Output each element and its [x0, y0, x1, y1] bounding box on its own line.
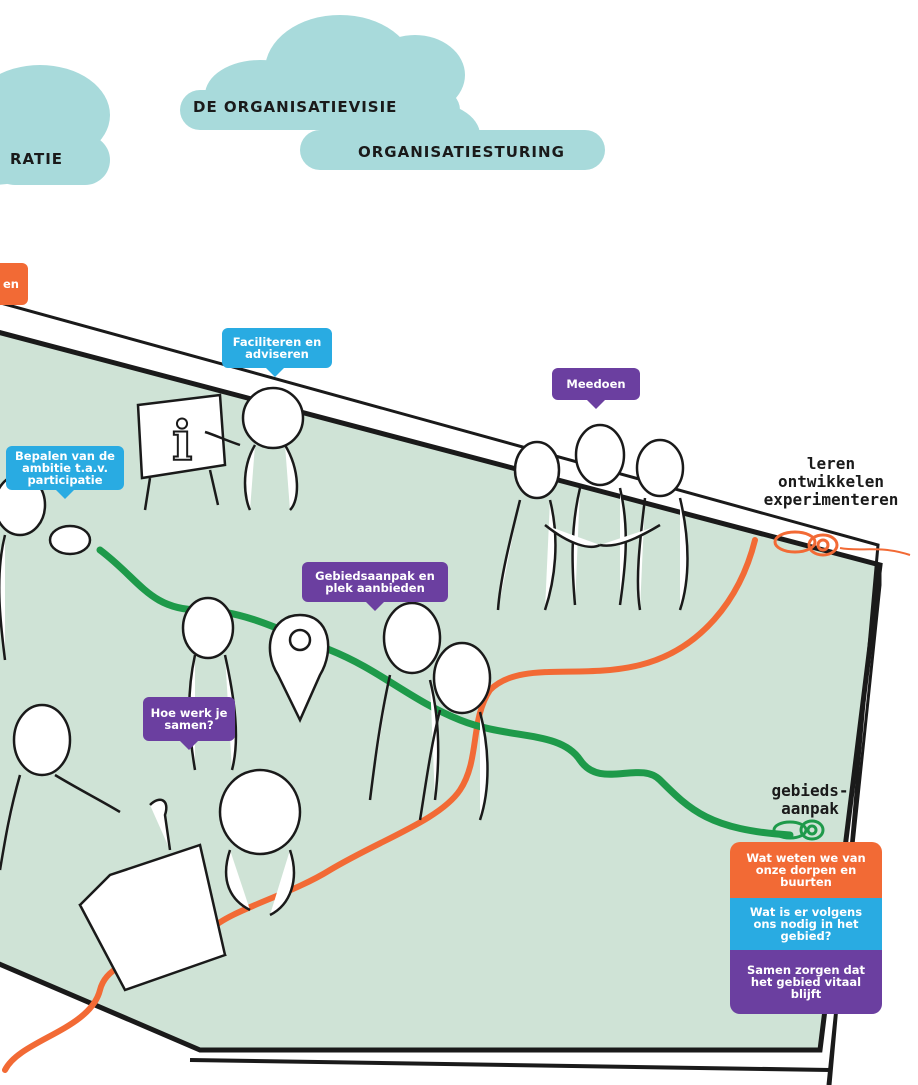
cloud-vision: [180, 15, 465, 130]
group-hands-figures: [496, 423, 689, 611]
area-place-bubble-tail: [366, 602, 384, 611]
ambition-bubble-tail: [56, 490, 74, 499]
stack-item-dorpen: Wat weten we van onze dorpen en buurten: [730, 842, 882, 898]
easel-figure: i: [136, 386, 305, 511]
stack-item-nodig: Wat is er volgens ons nodig in het gebie…: [730, 898, 882, 950]
ambition-bubble: Bepalen van de ambitie t.a.v. participat…: [6, 446, 124, 490]
svg-text:i: i: [172, 409, 193, 473]
cloud-label-left: RATIE: [10, 150, 64, 168]
area-approach-label: gebieds- aanpak: [760, 782, 860, 818]
stack-item-vitaal: Samen zorgen dat het gebied vitaal blijf…: [730, 950, 882, 1014]
facilitate-label: Faciliteren en adviseren: [232, 335, 322, 361]
stack-item-vitaal-label: Samen zorgen dat het gebied vitaal blijf…: [747, 963, 865, 1001]
collaboration-bubble-tail: [180, 741, 198, 750]
cloud-label-vision: DE ORGANISATIEVISIE: [193, 98, 398, 116]
learning-line-2: ontwikkelen: [778, 472, 884, 491]
corner-orange-bubble: en: [0, 263, 28, 305]
cloud-steering: [300, 100, 605, 170]
orange-yarn-knot: [773, 530, 839, 557]
map-pin-figures: [181, 596, 492, 821]
participate-bubble-tail: [587, 400, 605, 409]
facilitate-bubble: Faciliteren en adviseren: [222, 328, 332, 368]
area-approach-line-1: gebieds-: [771, 781, 849, 800]
toolbox-figures: [0, 703, 302, 992]
stack-item-nodig-label: Wat is er volgens ons nodig in het gebie…: [749, 905, 863, 943]
orange-path: [2, 537, 758, 1073]
collaboration-label: Hoe werk je samen?: [150, 706, 228, 732]
learning-line-1: leren: [806, 454, 856, 473]
ambition-label: Bepalen van de ambitie t.a.v. participat…: [15, 449, 115, 487]
participate-label: Meedoen: [566, 377, 626, 391]
orange-tail: [839, 547, 911, 556]
stack-item-dorpen-label: Wat weten we van onze dorpen en buurten: [746, 851, 866, 889]
cloud-label-steering: ORGANISATIESTURING: [358, 143, 565, 161]
cloud-left: [0, 65, 110, 185]
collaboration-bubble: Hoe werk je samen?: [143, 697, 235, 741]
area-place-label: Gebiedsaanpak en plek aanbieden: [315, 569, 435, 595]
facilitate-bubble-tail: [266, 368, 284, 377]
area-approach-line-2: aanpak: [781, 799, 839, 818]
learning-line-3: experimenteren: [763, 490, 899, 509]
learning-label: leren ontwikkelen experimenteren: [748, 455, 914, 509]
participate-bubble: Meedoen: [552, 368, 640, 400]
area-place-bubble: Gebiedsaanpak en plek aanbieden: [302, 562, 448, 602]
green-yarn-knot: [772, 819, 825, 841]
